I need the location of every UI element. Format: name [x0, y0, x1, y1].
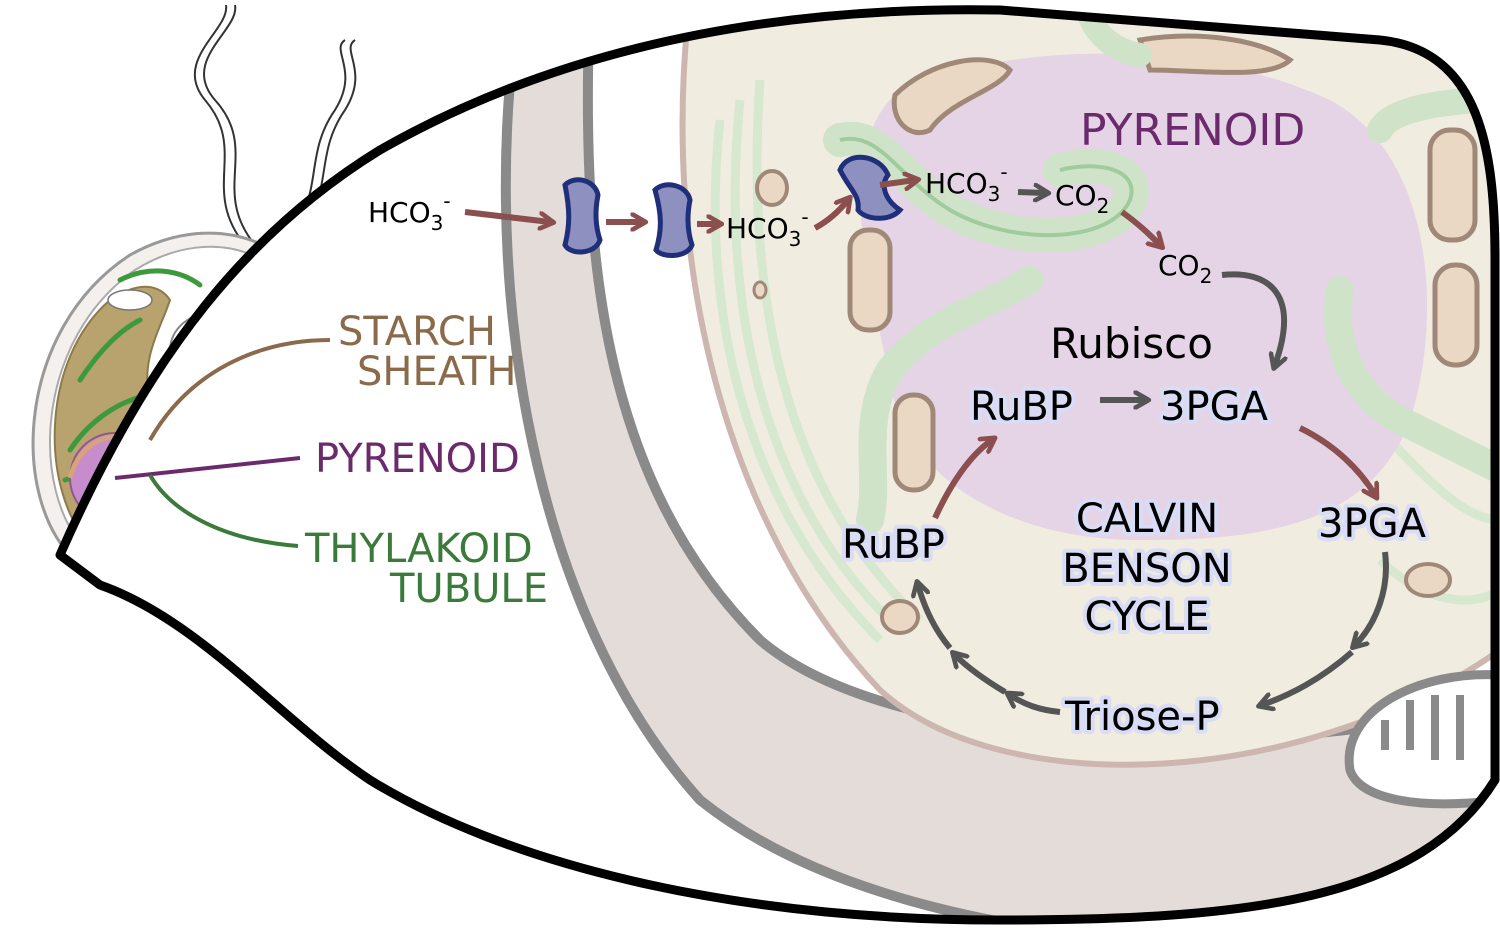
arrow: [932, 440, 992, 520]
triose-p: Triose-P: [1064, 694, 1220, 740]
zoom-labels: PYRENOID HCO3- HCO3- HCO3- CO2 CO2 Rubis…: [368, 105, 1431, 744]
zoom-outline: [55, 5, 1500, 925]
starch-plate: [847, 227, 893, 333]
pyrenoid-leader: [114, 456, 301, 480]
starch-plate: [1427, 127, 1478, 243]
bicarbonate-transporter: [562, 177, 603, 255]
callout-labels: STARCH SHEATH PYRENOID THYLAKOID TUBULE: [304, 309, 548, 612]
mitochondrion: [1344, 670, 1495, 809]
thylakoid-tubule: [1073, 9, 1152, 67]
pyrenoid-title: PYRENOID: [1080, 105, 1305, 156]
bicarbonate-outside: HCO3-: [368, 189, 451, 235]
arrow: [879, 180, 915, 185]
co2-lumen: CO2: [1055, 179, 1109, 218]
thylakoid-tubule: [1324, 276, 1495, 484]
pyrenoid-matrix: [860, 53, 1428, 540]
cycle-center-line2: BENSON: [1062, 546, 1231, 592]
arrow: [918, 585, 953, 650]
arrow: [1355, 551, 1389, 645]
thylakoid-label-line1: THYLAKOID: [304, 526, 533, 572]
arrow: [1010, 695, 1061, 715]
arrow: [813, 200, 848, 231]
arrow: [1017, 192, 1045, 193]
pga-right: 3PGA: [1318, 501, 1427, 547]
starch-plate: [1432, 262, 1480, 368]
starch-plate: [1136, 33, 1294, 75]
rubp-left: RuBP: [842, 522, 945, 568]
arrow: [1221, 271, 1284, 365]
pga-top: 3PGA: [1160, 384, 1269, 430]
callout-lines: [114, 338, 331, 548]
cell-wall-band: [500, 9, 1495, 920]
starch-label-line2: SHEATH: [357, 349, 517, 395]
co2-matrix: CO2: [1158, 249, 1212, 288]
mitochondrion: [107, 289, 153, 311]
arrows: [464, 180, 1389, 715]
starch-plate: [891, 57, 1014, 135]
bicarbonate-transporter: [652, 182, 695, 258]
bicarbonate-lumen: HCO3-: [925, 160, 1008, 206]
rubisco-label: Rubisco: [1050, 319, 1213, 368]
cycle-center-line1: CALVIN: [1076, 496, 1218, 542]
rubp-top: RuBP: [970, 384, 1073, 430]
arrow: [1120, 209, 1160, 245]
thylakoid-label-line2: TUBULE: [389, 566, 548, 612]
transporters: [562, 154, 904, 258]
arrow: [464, 209, 550, 222]
thylakoid-leader: [148, 474, 299, 548]
bicarbonate-stroma: HCO3-: [726, 205, 809, 251]
flagellum: [202, 4, 256, 246]
arrow: [1262, 649, 1354, 705]
arrow: [955, 655, 1007, 695]
starch-label-line1: STARCH: [338, 309, 496, 355]
starch-leader: [148, 338, 331, 441]
flagellum: [193, 4, 246, 246]
arrow: [1298, 425, 1375, 495]
cycle-center-line3: CYCLE: [1085, 594, 1210, 640]
pyrenoid-label: PYRENOID: [315, 436, 520, 482]
thylakoid-tubule: [856, 266, 1044, 534]
bicarbonate-transporter: [837, 154, 904, 221]
starch-plate: [892, 392, 936, 493]
